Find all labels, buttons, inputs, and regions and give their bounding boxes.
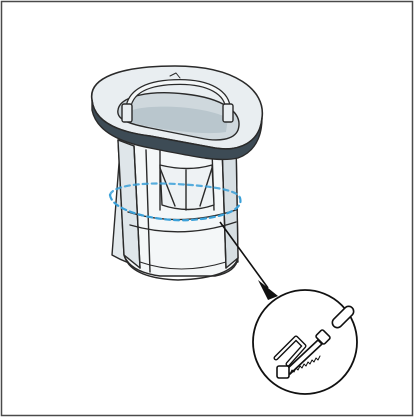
basket-handle-highlight: [126, 80, 230, 114]
cut-line-back: [108, 182, 242, 200]
hacksaw-icon: [273, 305, 355, 379]
hacksaw-end: [276, 365, 290, 379]
callout-ring: [252, 289, 358, 395]
callout-wedge: [258, 280, 278, 300]
handle-pivot-right: [222, 103, 234, 123]
hacksaw-teeth: [289, 355, 321, 375]
callout-line: [219, 221, 269, 289]
cut-line: [108, 182, 242, 222]
basket-strut: [159, 167, 176, 207]
filter-basket: [90, 65, 264, 281]
callout-pointer: [219, 221, 278, 300]
hacksaw-frame-inner: [274, 336, 306, 366]
basket-rib: [145, 149, 151, 273]
basket-bottom-inner: [139, 261, 227, 270]
basket-mesh-window: [159, 164, 215, 211]
rim-tab: [169, 72, 181, 79]
rim-inner-wall: [128, 106, 228, 134]
hacksaw-handle: [331, 305, 355, 329]
hacksaw-collar: [315, 329, 331, 345]
callout-circle: [252, 289, 358, 395]
rim-band: [91, 99, 263, 161]
basket-rib: [133, 145, 141, 269]
basket-rib: [221, 145, 227, 269]
handle-pivot-left: [121, 103, 133, 123]
basket-lower-band: [129, 221, 237, 233]
basket-bottom: [123, 254, 239, 281]
cut-line-front: [108, 193, 242, 222]
